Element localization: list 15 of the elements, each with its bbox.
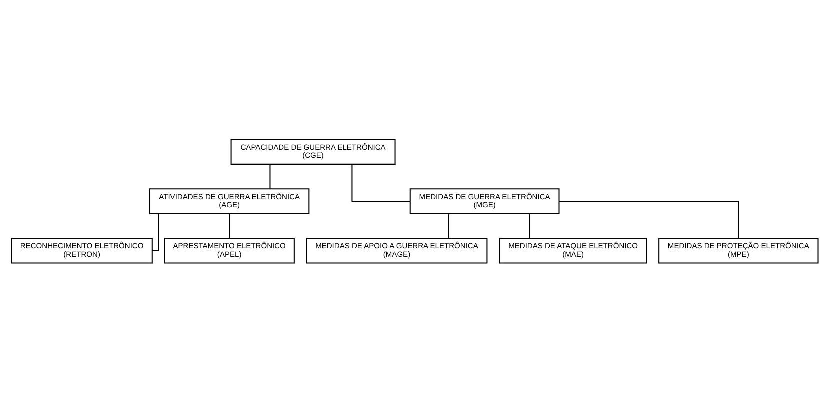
node-box: MEDIDAS DE APOIO A GUERRA ELETRÔNICA (MAGE) [306, 238, 488, 264]
connector [228, 213, 230, 238]
node-box: CAPACIDADE DE GUERRA ELETRÔNICA (CGE) [230, 138, 396, 164]
connector [269, 164, 270, 188]
connector [448, 213, 449, 238]
node-box: MEDIDAS DE GUERRA ELETRÔNICA (MGE) [409, 188, 560, 214]
connector [558, 200, 739, 238]
node-box: MEDIDAS DE PROTEÇÃO ELETRÔNICA (MPE) [658, 238, 818, 264]
node-box: MEDIDAS DE ATAQUE ELETRÔNICO (MAE) [498, 238, 647, 264]
connector [351, 164, 410, 202]
connector [528, 213, 530, 238]
node-box: APRESTAMENTO ELETRÔNICO (APEL) [164, 238, 294, 264]
connector [152, 213, 159, 251]
node-box: ATIVIDADES DE GUERRA ELETRÔNICA (AGE) [148, 188, 310, 214]
node-box: RECONHECIMENTO ELETRÔNICO (RETRON) [10, 238, 152, 264]
